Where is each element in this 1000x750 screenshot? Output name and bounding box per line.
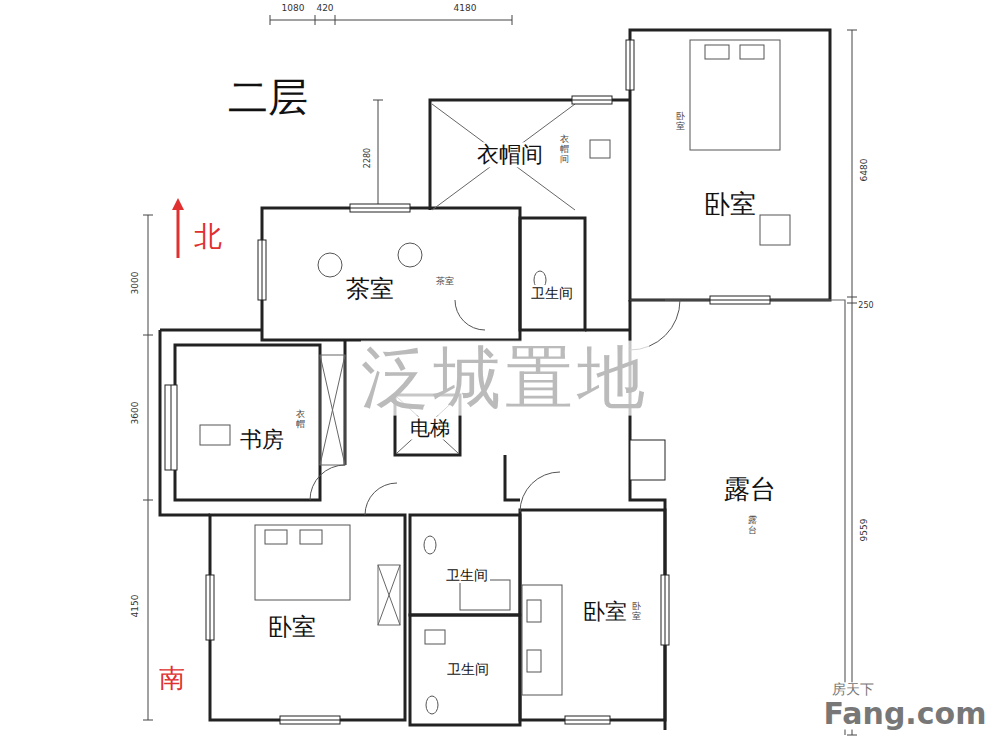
dimension: 9559 [860,519,870,542]
room-name: 卫生间 [529,285,575,301]
room-area: 卧室 [212,517,403,718]
room-area: 卧室 [632,32,828,298]
room-tag: 衣帽间 [560,135,569,165]
room-area: 卫生间 [412,517,518,613]
walls [160,30,830,730]
room-name: 茶室 [344,276,396,304]
room-name: 卧室 [581,599,629,624]
room-area: 卫生间 [412,617,518,723]
windows [165,40,770,724]
dimension: 250 [858,302,873,311]
room-name: 露台 [722,475,778,505]
room-name: 衣帽间 [475,142,545,167]
terrace-edge [665,300,845,735]
dimension: 3600 [131,402,141,425]
dimension: 3000 [131,272,141,295]
room-area: 茶室 [264,210,518,338]
dimension-lines [143,15,857,735]
room-tag: 衣帽 [296,410,305,430]
room-tag: 卧室 [632,602,641,622]
doors [310,300,680,515]
watermark: Fang.com [824,697,987,730]
dimension: 4180 [454,4,477,14]
room-tag: 露台 [748,516,757,536]
room-name: 电梯 [408,417,452,440]
watermark: 泛城置地 [361,341,649,416]
north-mark: 北 [194,222,222,253]
room-name: 卧室 [266,614,318,642]
room-tag: 茶室 [436,277,454,287]
room-name: 卫生间 [445,661,491,677]
room-name: 书房 [238,427,286,452]
room-name: 卧室 [702,190,758,220]
furniture [200,40,790,714]
dimension: 420 [316,4,333,14]
room-tag: 卧室 [676,112,685,132]
dimension: 2280 [364,148,373,168]
dimension: 1080 [282,4,305,14]
north-arrow [172,198,184,258]
room-area: 衣帽间 [432,102,575,210]
dimension: 4150 [131,595,141,618]
room-name: 卫生间 [444,567,490,583]
floor-title: 二层 [228,75,308,119]
dimension: 6480 [860,159,870,182]
watermark: 房天下 [832,682,874,697]
room-area: 卧室 [522,512,663,718]
south-mark: 南 [159,664,185,693]
room-area: 卫生间 [522,220,583,328]
